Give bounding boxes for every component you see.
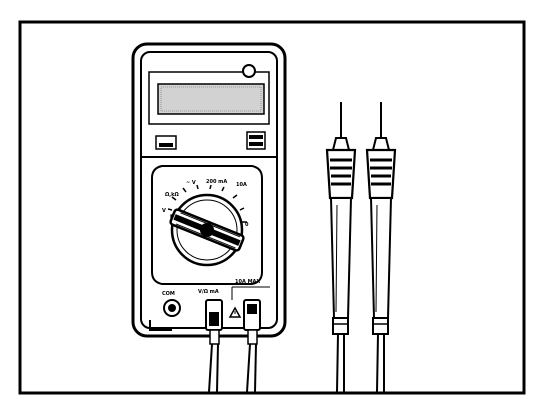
dial-label-a: 10A (236, 182, 247, 188)
dial-label-acv: ~ V (186, 180, 196, 186)
com-jack[interactable] (163, 299, 181, 317)
test-probe-right (365, 102, 397, 393)
dial-ticks (167, 184, 247, 223)
figure-border (18, 20, 526, 395)
jack-label-10a: 10A MAX (235, 279, 260, 285)
jack-label-volt-ohm: V/Ω mA (198, 289, 219, 295)
range-switch-icon[interactable] (246, 131, 266, 150)
lcd-display (157, 83, 265, 115)
dial-hub (200, 223, 214, 237)
multimeter: Ω,kΩ ~ V 200 mA 10A V 0 (131, 42, 287, 393)
dial-label-ohm: Ω,kΩ (165, 192, 179, 198)
plug-left (205, 299, 223, 393)
hold-switch-icon[interactable] (155, 135, 177, 150)
meter-corner-tab (149, 320, 172, 331)
dial-label-off: 0 (245, 222, 249, 228)
dial-inner-ring (176, 199, 238, 261)
rotary-dial[interactable] (169, 193, 245, 267)
lcd-display-inner (160, 86, 262, 112)
dial-label-ma: 200 mA (206, 179, 227, 185)
dial-label-dcv: V (162, 208, 166, 214)
plug-right (243, 299, 261, 393)
display-frame (148, 71, 270, 125)
power-button-icon[interactable] (242, 64, 256, 78)
jack-label-com: COM (162, 291, 175, 297)
test-probe-left (325, 102, 357, 393)
